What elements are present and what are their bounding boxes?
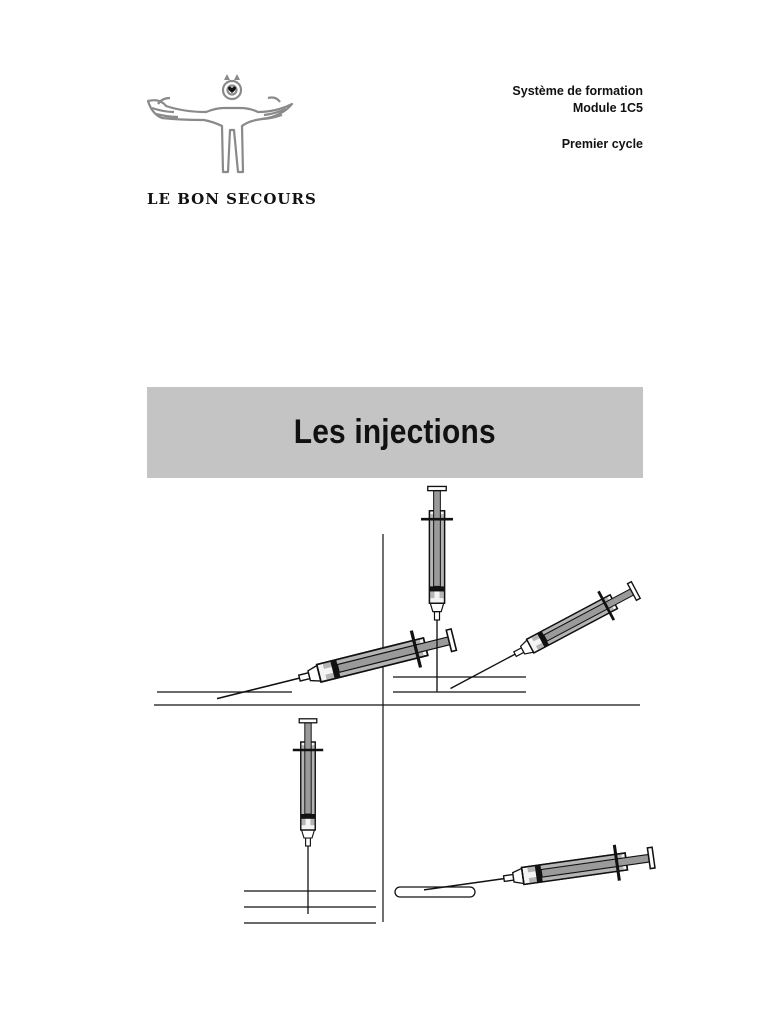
brand-name: LE BON SECOURS [147,190,317,208]
training-system-label: Système de formation [512,84,643,98]
page-title: Les injections [294,413,496,451]
cycle-label: Premier cycle [561,137,643,151]
syringe-icon [393,485,645,705]
syringe-icon [244,717,376,924]
document-meta: Système de formation Module 1C5 Premier … [512,83,643,153]
syringe-icon [157,619,460,719]
le-bon-secours-logo [146,74,294,174]
title-band: Les injections [147,387,643,478]
module-label: Module 1C5 [572,101,643,115]
heart-icon [228,86,236,93]
syringe-icon [394,838,658,910]
